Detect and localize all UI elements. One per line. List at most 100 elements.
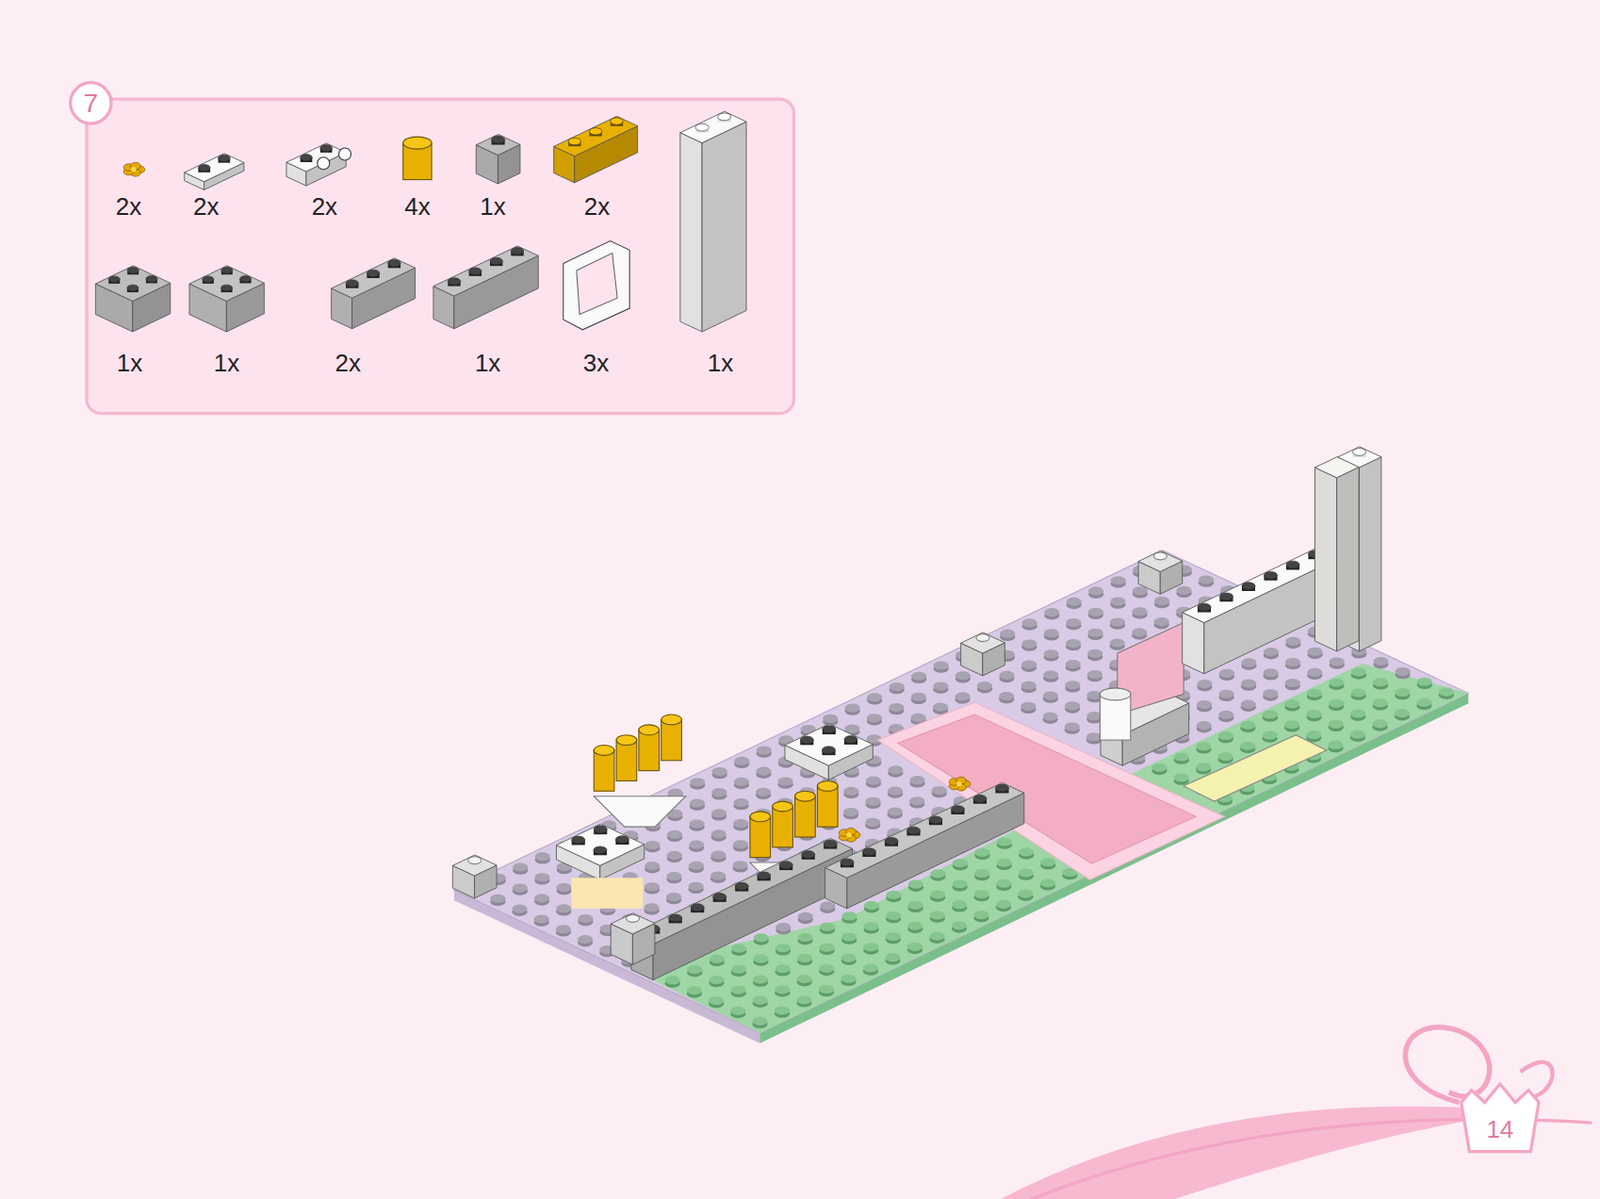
part-quantity: 2x — [584, 193, 610, 222]
panel-part — [563, 241, 630, 330]
clip — [339, 147, 352, 161]
yellow-cylinder — [795, 790, 817, 801]
stud — [908, 880, 924, 889]
stone-wall — [847, 792, 1025, 909]
stud — [884, 952, 900, 962]
stud — [1065, 638, 1081, 648]
stud — [974, 848, 990, 857]
stud — [644, 861, 660, 870]
stud — [930, 868, 946, 878]
stud — [734, 881, 749, 890]
stud — [822, 714, 838, 723]
part-quantity: 2x — [335, 348, 361, 377]
stud — [710, 849, 726, 859]
stud — [929, 816, 943, 824]
stud — [933, 660, 949, 670]
stud — [1395, 667, 1411, 676]
stud — [818, 984, 834, 994]
brick — [961, 632, 1006, 654]
stud — [1020, 702, 1036, 711]
part-quantity: 3x — [583, 348, 609, 377]
stud — [1329, 657, 1345, 667]
stud — [731, 985, 747, 995]
stud — [688, 840, 704, 849]
stud — [1197, 603, 1211, 611]
stud — [909, 775, 925, 784]
stud — [973, 910, 989, 919]
stud — [489, 894, 506, 903]
parts-panel — [86, 98, 794, 414]
stud — [932, 702, 948, 712]
yellow-cylinder — [661, 718, 683, 760]
stud — [1219, 669, 1235, 678]
stud — [732, 860, 748, 869]
stud — [910, 713, 926, 722]
stud — [610, 117, 623, 125]
stud — [1353, 448, 1367, 457]
stud — [712, 767, 728, 776]
yellow-cylinder — [638, 724, 660, 735]
stud — [753, 932, 769, 942]
stud — [388, 259, 401, 266]
stud — [752, 975, 768, 984]
stud — [797, 974, 813, 983]
stud — [1088, 587, 1104, 596]
stud — [108, 276, 120, 283]
stud — [951, 899, 967, 909]
yellow-cylinder — [593, 750, 615, 791]
stud — [755, 787, 771, 797]
stud — [819, 922, 835, 931]
part-quantity: 4x — [404, 193, 430, 222]
stud — [644, 881, 660, 891]
stud — [1328, 699, 1344, 708]
tall-white-brick — [702, 121, 747, 332]
stud — [1198, 574, 1214, 584]
stud — [1394, 708, 1410, 718]
stud — [798, 912, 814, 921]
stud — [577, 934, 593, 944]
stud — [777, 776, 793, 785]
stud — [733, 798, 749, 807]
stud — [995, 879, 1012, 888]
stud — [931, 785, 947, 795]
stud — [447, 277, 460, 285]
stud — [512, 882, 528, 892]
stud — [711, 829, 727, 838]
stud — [887, 765, 903, 774]
stud — [711, 787, 727, 797]
yellow-brick — [554, 115, 638, 156]
yellow-cylinder — [638, 729, 660, 770]
stud — [730, 1006, 746, 1015]
stud — [907, 942, 923, 951]
stud — [865, 776, 882, 785]
stud — [221, 284, 233, 292]
part-quantity: 1x — [707, 348, 734, 377]
stud — [667, 830, 683, 839]
stud — [1286, 560, 1300, 569]
stud — [1372, 698, 1388, 707]
stud — [974, 868, 990, 878]
stud — [571, 835, 586, 844]
light-cylinders — [571, 877, 643, 908]
stud — [568, 137, 581, 145]
stud — [666, 871, 682, 881]
stud — [888, 702, 904, 712]
stud — [1195, 741, 1211, 751]
yellow-cylinder — [661, 714, 683, 725]
stud — [1240, 720, 1256, 730]
stud — [1088, 607, 1104, 617]
stud — [1040, 857, 1056, 866]
brick — [1314, 467, 1337, 652]
stud — [1043, 669, 1059, 679]
stud — [845, 702, 861, 712]
stud — [1174, 773, 1190, 783]
stud — [909, 796, 925, 805]
bench-base — [593, 796, 686, 827]
stud — [1131, 627, 1147, 637]
stud — [615, 835, 629, 844]
stud — [840, 858, 854, 866]
stud — [218, 154, 231, 162]
stud — [911, 692, 927, 702]
stud — [885, 931, 901, 941]
